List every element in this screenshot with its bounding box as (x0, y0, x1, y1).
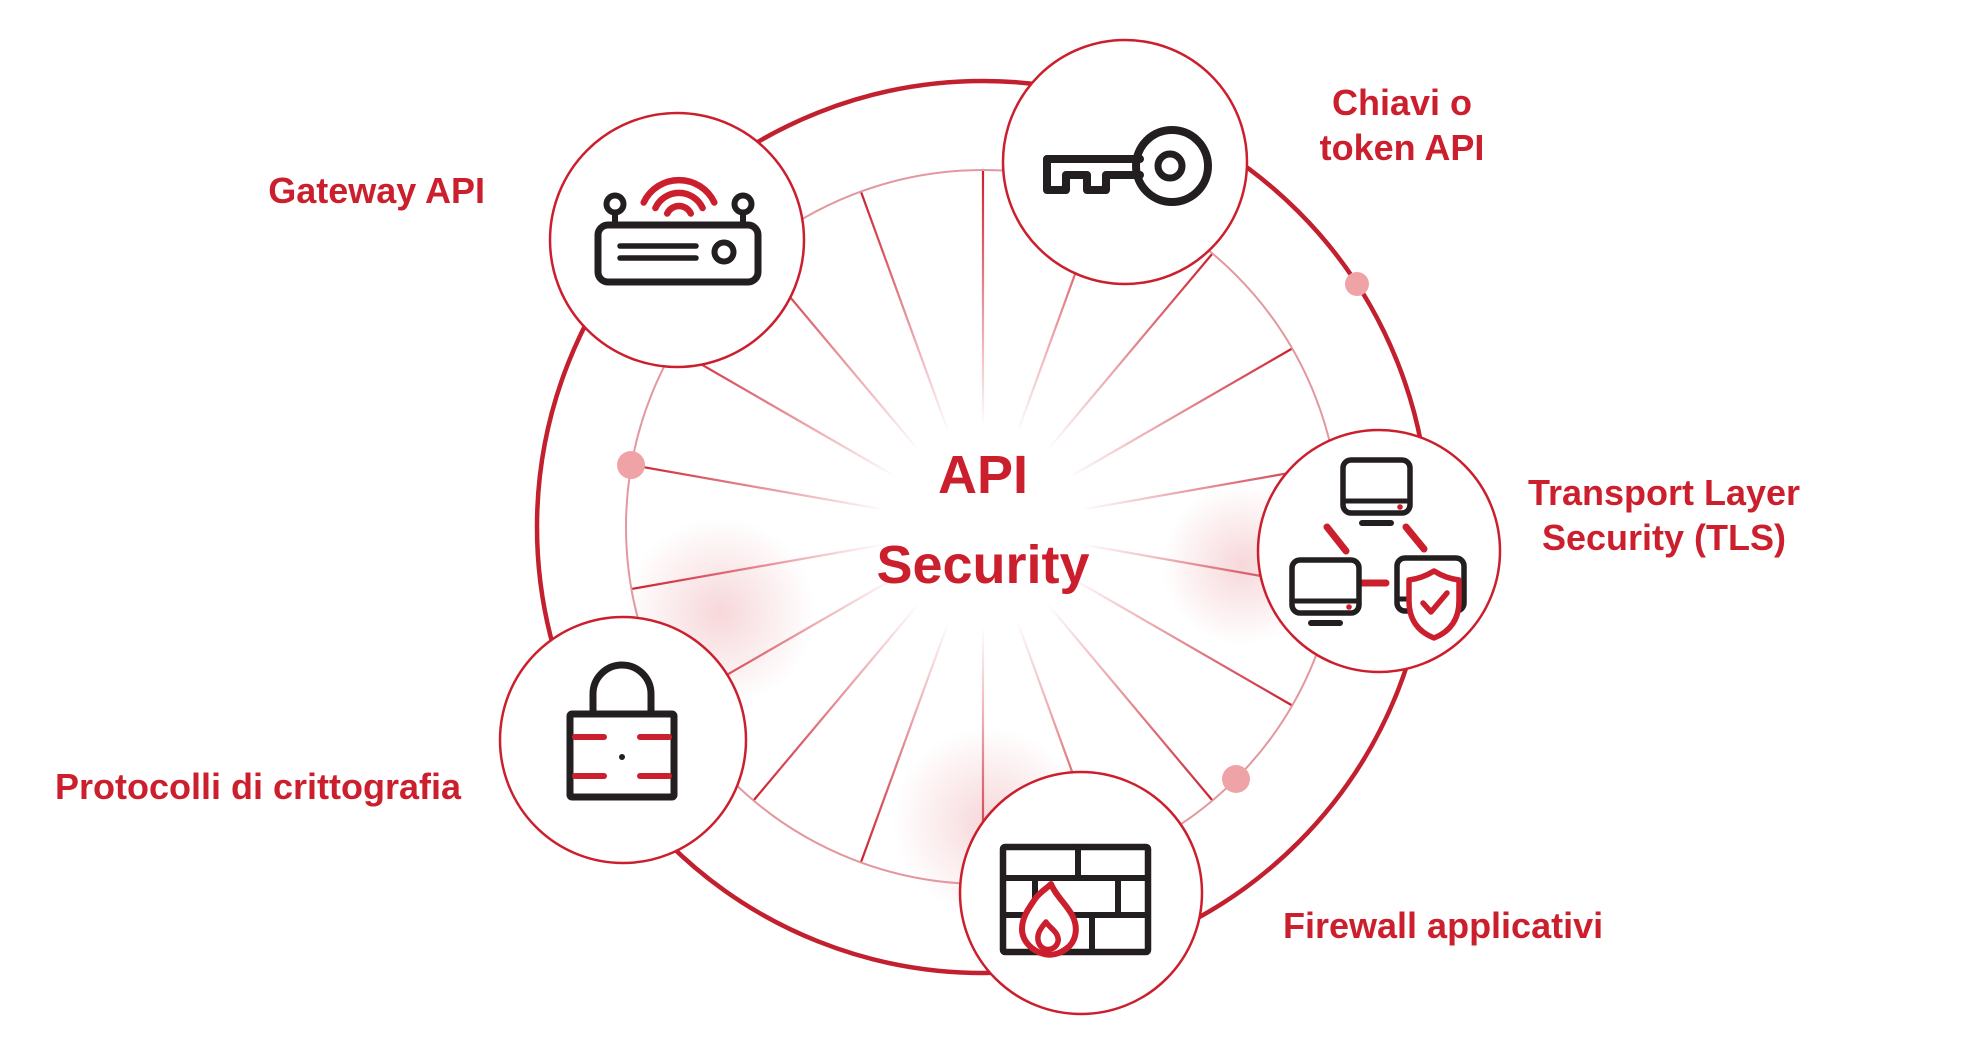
padlock-icon (566, 661, 678, 801)
label-gateway-api: Gateway API (268, 170, 485, 211)
ring-dot (1222, 765, 1250, 793)
ring-dot (1345, 272, 1369, 296)
router-icon (594, 176, 762, 286)
label-api-keys-tokens: Chiavi o token API (1319, 82, 1485, 168)
label-application-firewalls: Firewall applicativi (1283, 905, 1604, 946)
label-encryption-protocols: Protocolli di crittografia (55, 766, 462, 807)
node-circle-firewall (958, 770, 1204, 1016)
center-title-line1: API (937, 445, 1029, 505)
center-title-line2: Security (876, 535, 1090, 595)
firewall-icon (999, 843, 1152, 958)
devices-shield-icon (1289, 457, 1467, 641)
key-icon (1043, 126, 1212, 206)
ring-dot (617, 451, 645, 479)
label-transport-layer-security: Transport Layer Security (TLS) (1527, 472, 1801, 558)
center-title: API Security (783, 448, 1183, 592)
